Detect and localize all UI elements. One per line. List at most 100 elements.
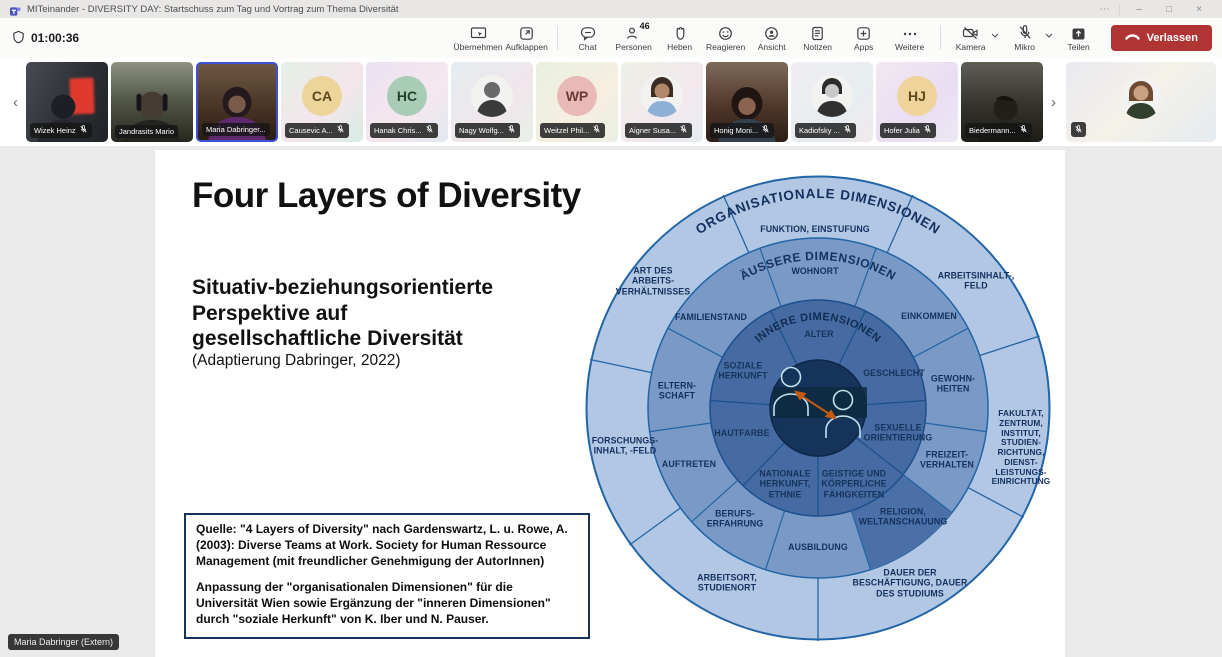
apps-button[interactable]: Apps (842, 19, 886, 57)
toolbar-divider (556, 26, 558, 50)
chat-button[interactable]: Chat (566, 19, 610, 57)
diagram-label-arbeitsort: ARBEITSORT, STUDIENORT (697, 572, 757, 593)
mic-off-icon (592, 125, 601, 136)
self-mic-off-icon (1071, 122, 1086, 137)
participant-tile[interactable]: Honig Moni... (706, 62, 788, 142)
diagram-rings: ORGANISATIONALE DIMENSIONEN ÄUSSERE DIME… (585, 175, 1051, 641)
participant-tile[interactable]: Jandrasits Mario (111, 62, 193, 142)
mic-off-icon (923, 125, 932, 136)
mic-off-icon (843, 125, 852, 136)
diagram-label-geschlecht: GESCHLECHT (863, 367, 925, 378)
camera-button[interactable]: Kamera (949, 19, 993, 57)
people-count: 46 (639, 21, 650, 31)
avatar-photo (641, 74, 683, 117)
participant-name: Honig Moni... (714, 126, 759, 135)
takeover-button[interactable]: Übernehmen (453, 19, 503, 57)
mic-off-icon (425, 125, 434, 136)
share-button[interactable]: Teilen (1057, 19, 1101, 57)
diagram-label-forschung: FORSCHUNGS- INHALT, -FELD (591, 435, 659, 456)
diagram-label-alter: ALTER (804, 328, 834, 339)
diagram-label-arbeitsinhalt: ARBEITSINHALT-, FELD (937, 270, 1015, 291)
participant-tile[interactable]: HJ Hofer Julia (876, 62, 958, 142)
minimize-button[interactable]: – (1136, 3, 1142, 15)
diagram-label-berufserfahrung: BERUFS- ERFAHRUNG (706, 508, 764, 529)
mic-off-icon (79, 125, 88, 136)
participant-name: Causevic A... (289, 126, 333, 135)
participant-filmstrip: ‹ Wizek Heinz Jandrasits Mario Maria Dab… (0, 58, 1222, 146)
avatar-initials: WP (557, 75, 597, 116)
mic-off-icon (679, 125, 688, 136)
participant-tile[interactable]: Wizek Heinz (26, 62, 108, 142)
participant-name: Hanak Chris... (374, 126, 422, 135)
chat-icon (580, 24, 596, 41)
filmstrip-prev-button[interactable]: ‹ (8, 67, 23, 137)
view-icon (764, 24, 779, 41)
diagram-label-einkommen: EINKOMMEN (901, 310, 957, 321)
mic-off-icon (1018, 24, 1032, 41)
diagram-label-gewohnheiten: GEWOHN- HEITEN (930, 373, 976, 394)
participant-name: Kadiofsky ... (799, 126, 840, 135)
diagram-label-dauer: DAUER DER BESCHÄFTIGUNG, DAUER DES STUDI… (852, 567, 968, 599)
source-paragraph: Anpassung der "organisationalen Dimensio… (196, 579, 551, 626)
avatar-photo (1120, 77, 1162, 119)
participant-name: Aigner Susa... (629, 126, 677, 135)
more-button[interactable]: Weitere (888, 19, 932, 57)
self-view-tile[interactable] (1066, 62, 1216, 142)
popout-button[interactable]: Aufklappen (505, 19, 549, 57)
diagram-label-funktion: FUNKTION, EINSTUFUNG (760, 223, 870, 234)
camera-off-icon (962, 24, 979, 41)
participant-tile[interactable]: CA Causevic A... (281, 62, 363, 142)
notes-button[interactable]: Notizen (796, 19, 840, 57)
screen-share-icon (470, 24, 487, 41)
mic-off-icon (507, 125, 516, 136)
presenter-name-badge: Maria Dabringer (Extern) (8, 634, 120, 650)
slide-title: Four Layers of Diversity (192, 176, 581, 215)
participant-tile-active-speaker[interactable]: Maria Dabringer... (196, 62, 278, 142)
leave-button[interactable]: Verlassen (1110, 25, 1212, 51)
react-button[interactable]: Reagieren (704, 19, 748, 57)
mic-off-icon (761, 125, 770, 136)
notes-icon (811, 24, 824, 41)
diagram-label-wohnort: WOHNORT (791, 265, 839, 276)
view-button[interactable]: Ansicht (750, 19, 794, 57)
raise-hand-button[interactable]: Heben (658, 19, 702, 57)
participant-tile[interactable]: Biedermann... (961, 62, 1043, 142)
mic-button[interactable]: Mikro (1003, 19, 1047, 57)
diagram-label-auftreten: AUFTRETEN (661, 458, 717, 469)
participant-tile[interactable]: Kadiofsky ... (791, 62, 873, 142)
participant-tile[interactable]: Nagy Wolfg... (451, 62, 533, 142)
close-button[interactable]: × (1196, 3, 1202, 15)
exchange-arrow-icon (793, 390, 838, 420)
popout-icon (519, 24, 534, 41)
diagram-label-freizeitverhalten: FREIZEIT- VERHALTEN (919, 449, 975, 470)
avatar-photo (811, 74, 853, 117)
teams-logo-icon (10, 4, 21, 16)
participant-name: Weitzel Phil... (544, 126, 590, 135)
camera-chevron-down-icon[interactable] (991, 25, 999, 43)
raise-hand-icon (673, 24, 687, 41)
share-icon (1071, 24, 1086, 41)
people-button[interactable]: 46 Personen (615, 21, 652, 52)
diagram-label-religion: RELIGION, WELTANSCHAUUNG (858, 506, 948, 527)
participant-tile[interactable]: Aigner Susa... (621, 62, 703, 142)
participant-tile[interactable]: HC Hanak Chris... (366, 62, 448, 142)
participant-tile[interactable]: WP Weitzel Phil... (536, 62, 618, 142)
mic-off-icon (336, 125, 345, 136)
people-icon (626, 24, 641, 41)
titlebar-more-button[interactable]: ⋯ (1090, 3, 1120, 15)
filmstrip-next-button[interactable]: › (1046, 67, 1061, 137)
source-citation-box: Quelle: "4 Layers of Diversity" nach Gar… (184, 513, 590, 639)
slide-subtitle: Situativ-beziehungsorientierte Perspekti… (192, 276, 494, 351)
diagram-label-soziale-herkunft: SOZIALE HERKUNFT (718, 360, 768, 381)
titlebar: MITeinander - DIVERSITY DAY: Startschuss… (0, 0, 1222, 18)
avatar-initials: HJ (897, 75, 937, 116)
diagram-label-geistige-faehigkeiten: GEISTIGE UND KÖRPERLICHE FÄHIGKEITEN (821, 468, 887, 500)
mic-chevron-down-icon[interactable] (1045, 25, 1053, 43)
more-dots-icon (902, 24, 918, 41)
hangup-icon (1124, 32, 1140, 45)
avatar-initials: CA (302, 75, 342, 116)
participant-name: Maria Dabringer... (206, 125, 266, 134)
meeting-timer: 01:00:36 (12, 30, 79, 47)
maximize-button[interactable]: □ (1165, 3, 1173, 15)
